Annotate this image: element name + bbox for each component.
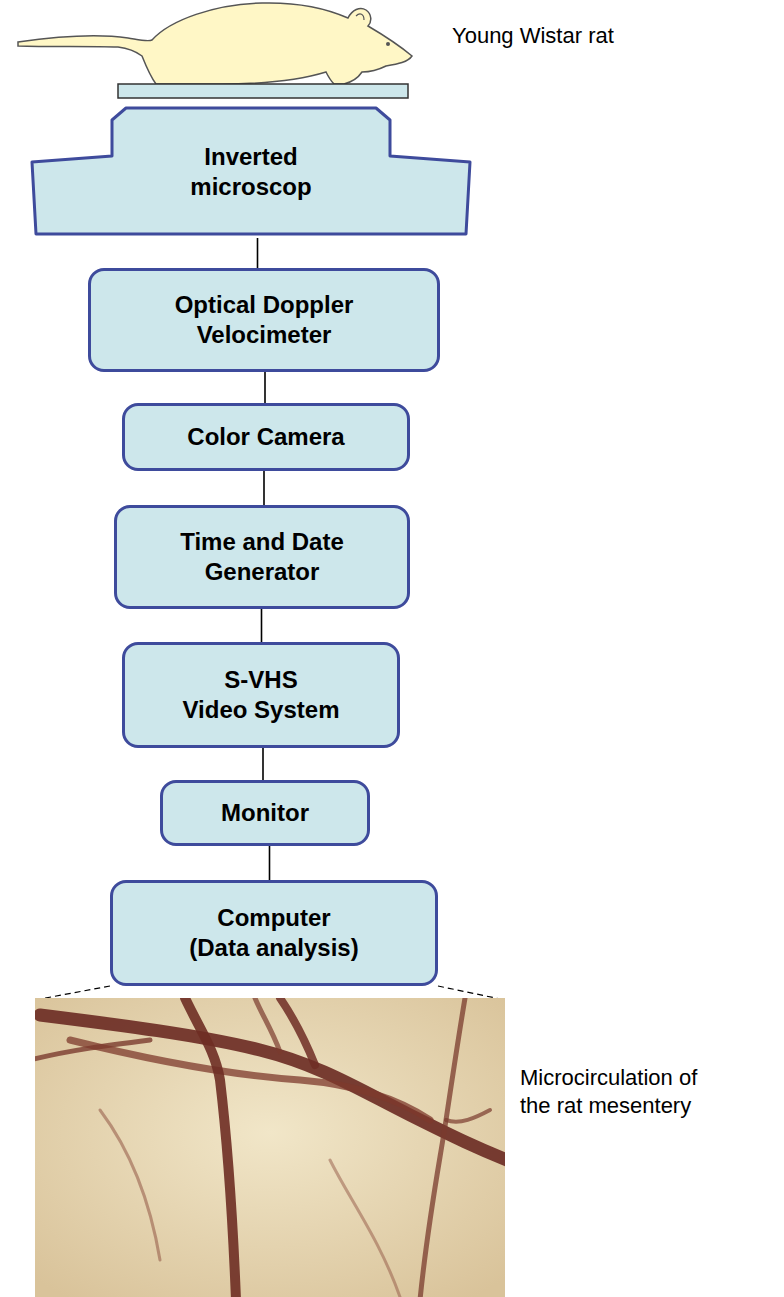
box-label: Monitor — [221, 798, 309, 828]
box-label: Inverted microscop — [190, 142, 311, 202]
text-line: Video System — [183, 695, 340, 725]
text-line: Color Camera — [187, 422, 344, 452]
text-line: the rat mesentery — [520, 1092, 697, 1120]
text-line: Young Wistar rat — [452, 22, 614, 50]
process-box: Computer (Data analysis) — [110, 880, 438, 986]
box-label: S-VHS Video System — [183, 665, 340, 725]
connector-line — [257, 238, 259, 268]
process-box: Monitor — [160, 780, 370, 846]
process-box: Time and Date Generator — [114, 505, 410, 609]
slide-plate — [118, 84, 408, 98]
text-line: Microcirculation of — [520, 1064, 697, 1092]
box-label: Color Camera — [187, 422, 344, 452]
micro-photo — [35, 998, 505, 1297]
connector-line — [269, 846, 271, 880]
connector-line — [263, 471, 265, 505]
text-line: Optical Doppler — [175, 290, 354, 320]
box-label: Computer (Data analysis) — [189, 903, 358, 963]
text-line: microscop — [190, 172, 311, 202]
microscope-outline — [28, 106, 474, 238]
rat-figure — [18, 3, 412, 84]
text-line: Time and Date — [180, 527, 344, 557]
microscope-shape: Inverted microscop — [28, 106, 474, 238]
process-box: S-VHS Video System — [122, 642, 400, 748]
process-box: Color Camera — [122, 403, 410, 471]
zoom-line — [438, 986, 505, 1000]
rat-eye — [386, 42, 390, 46]
text-line: Computer — [189, 903, 358, 933]
caption-label: Young Wistar rat — [452, 22, 614, 50]
caption-label: Microcirculation of the rat mesentery — [520, 1064, 697, 1120]
connector-line — [261, 609, 263, 642]
text-line: (Data analysis) — [189, 933, 358, 963]
box-label: Time and Date Generator — [180, 527, 344, 587]
box-label: Optical Doppler Velocimeter — [175, 290, 354, 350]
zoom-line — [35, 986, 110, 1000]
text-line: S-VHS — [183, 665, 340, 695]
text-line: Inverted — [190, 142, 311, 172]
text-line: Generator — [180, 557, 344, 587]
connector-line — [264, 372, 266, 403]
text-line: Velocimeter — [175, 320, 354, 350]
rat-ear — [356, 14, 364, 20]
text-line: Monitor — [221, 798, 309, 828]
process-box: Optical Doppler Velocimeter — [88, 268, 440, 372]
connector-line — [262, 748, 264, 780]
